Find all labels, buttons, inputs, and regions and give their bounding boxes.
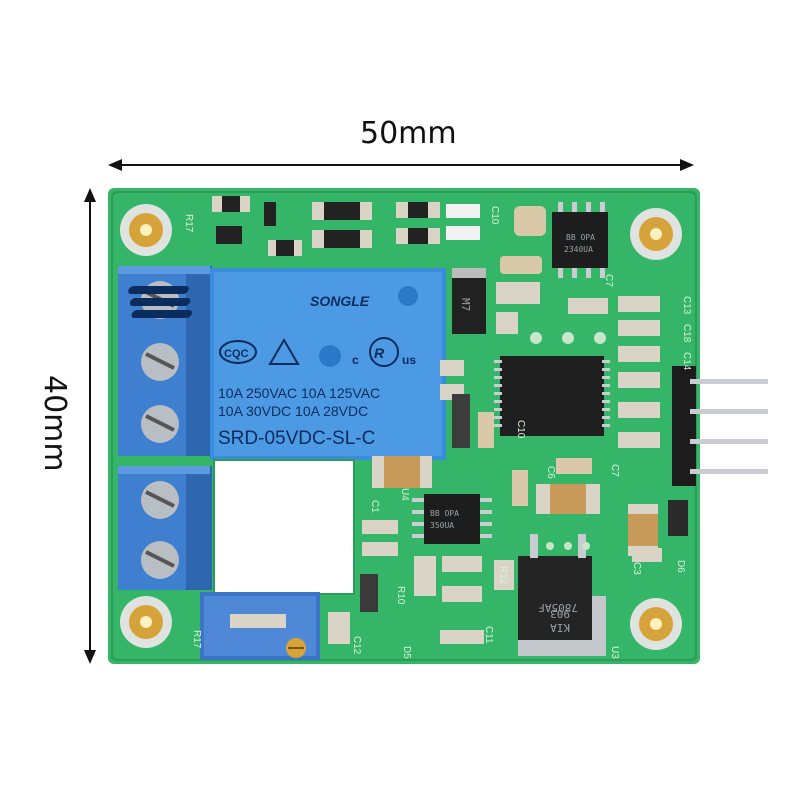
svg-text:D5: D5	[401, 646, 412, 659]
ic-chip-main	[494, 356, 610, 436]
svg-text:C12: C12	[351, 636, 362, 655]
opamp-chip-mid: BB OPA 350UA	[412, 494, 492, 544]
regulator-line2: KIA	[550, 621, 570, 634]
svg-text:D6: D6	[675, 560, 686, 573]
svg-text:R12: R12	[497, 566, 508, 585]
svg-text:C1: C1	[369, 500, 380, 513]
songle-logo-icon	[128, 286, 192, 318]
blank-label-area	[213, 459, 355, 595]
terminal-block-2pin	[118, 466, 212, 590]
pin-header-4pin	[672, 366, 768, 486]
svg-text:R10: R10	[395, 586, 406, 605]
terminal-block-3pin	[118, 266, 212, 456]
cqc-mark-icon: CQC	[219, 340, 257, 364]
smd-components-bottom	[230, 520, 662, 644]
svg-text:C13: C13	[681, 296, 692, 315]
relay-rating-line2: 10A 30VDC 10A 28VDC	[218, 403, 368, 419]
opamp-mid-line1: BB OPA	[430, 509, 459, 518]
smd-components-right	[440, 282, 688, 536]
mounting-hole-icon	[120, 596, 172, 648]
relay-rating-line1: 10A 250VAC 10A 125VAC	[218, 385, 380, 401]
opamp-chip-top: BB OPA 2340UA	[552, 202, 608, 278]
silkscreen-labels: R17 C10 C7 C13 C18 C14 C6 C7 C1 U4 R12 R…	[183, 206, 692, 659]
svg-text:C11: C11	[483, 626, 494, 644]
diode-m7: M7	[452, 268, 486, 334]
mounting-hole-icon	[120, 204, 172, 256]
regulator-line1: 903	[550, 607, 570, 620]
screw-icon	[141, 481, 179, 519]
width-dimension-label: 50mm	[360, 116, 457, 151]
ul-mark-icon: c R us	[352, 337, 416, 367]
svg-text:C6: C6	[545, 466, 556, 479]
regulator-line3: 7805AF	[538, 601, 578, 614]
svg-text:R17: R17	[191, 630, 202, 649]
mounting-hole-icon	[630, 208, 682, 260]
smd-components-top	[212, 196, 546, 274]
svg-text:C18: C18	[681, 324, 692, 343]
screw-icon	[141, 405, 179, 443]
ul-us: us	[402, 353, 416, 367]
screw-icon	[141, 343, 179, 381]
opamp-top-line2: 2340UA	[564, 245, 593, 254]
opamp-top-line1: BB OPA	[566, 233, 595, 242]
svg-text:M7: M7	[459, 298, 472, 311]
svg-text:R17: R17	[183, 214, 194, 233]
relay-cert: CQC	[224, 348, 249, 360]
width-arrow	[108, 159, 694, 171]
svg-text:R: R	[374, 345, 385, 361]
vias	[530, 332, 606, 550]
relay: SONGLE CQC c R us 10A 250VAC 10A 125VAC …	[128, 268, 446, 460]
svg-text:C14: C14	[681, 352, 692, 371]
svg-text:U3: U3	[609, 646, 620, 659]
svg-text:C10: C10	[489, 206, 500, 225]
svg-text:C7: C7	[603, 274, 614, 287]
opamp-mid-line2: 350UA	[430, 521, 454, 530]
screw-icon	[141, 541, 179, 579]
svg-text:C7: C7	[609, 464, 620, 477]
voltage-regulator-7805: 903 7805AF KIA	[518, 534, 606, 656]
svg-text:U4: U4	[399, 488, 410, 501]
capacitors	[372, 412, 658, 556]
mounting-hole-icon	[630, 598, 682, 650]
height-arrow	[84, 188, 96, 664]
relay-brand: SONGLE	[310, 293, 370, 309]
warning-triangle-icon	[268, 338, 300, 365]
ul-c: c	[352, 353, 359, 367]
svg-text:C10: C10	[515, 420, 526, 439]
relay-model: SRD-05VDC-SL-C	[218, 428, 375, 449]
svg-text:C3: C3	[631, 562, 642, 575]
